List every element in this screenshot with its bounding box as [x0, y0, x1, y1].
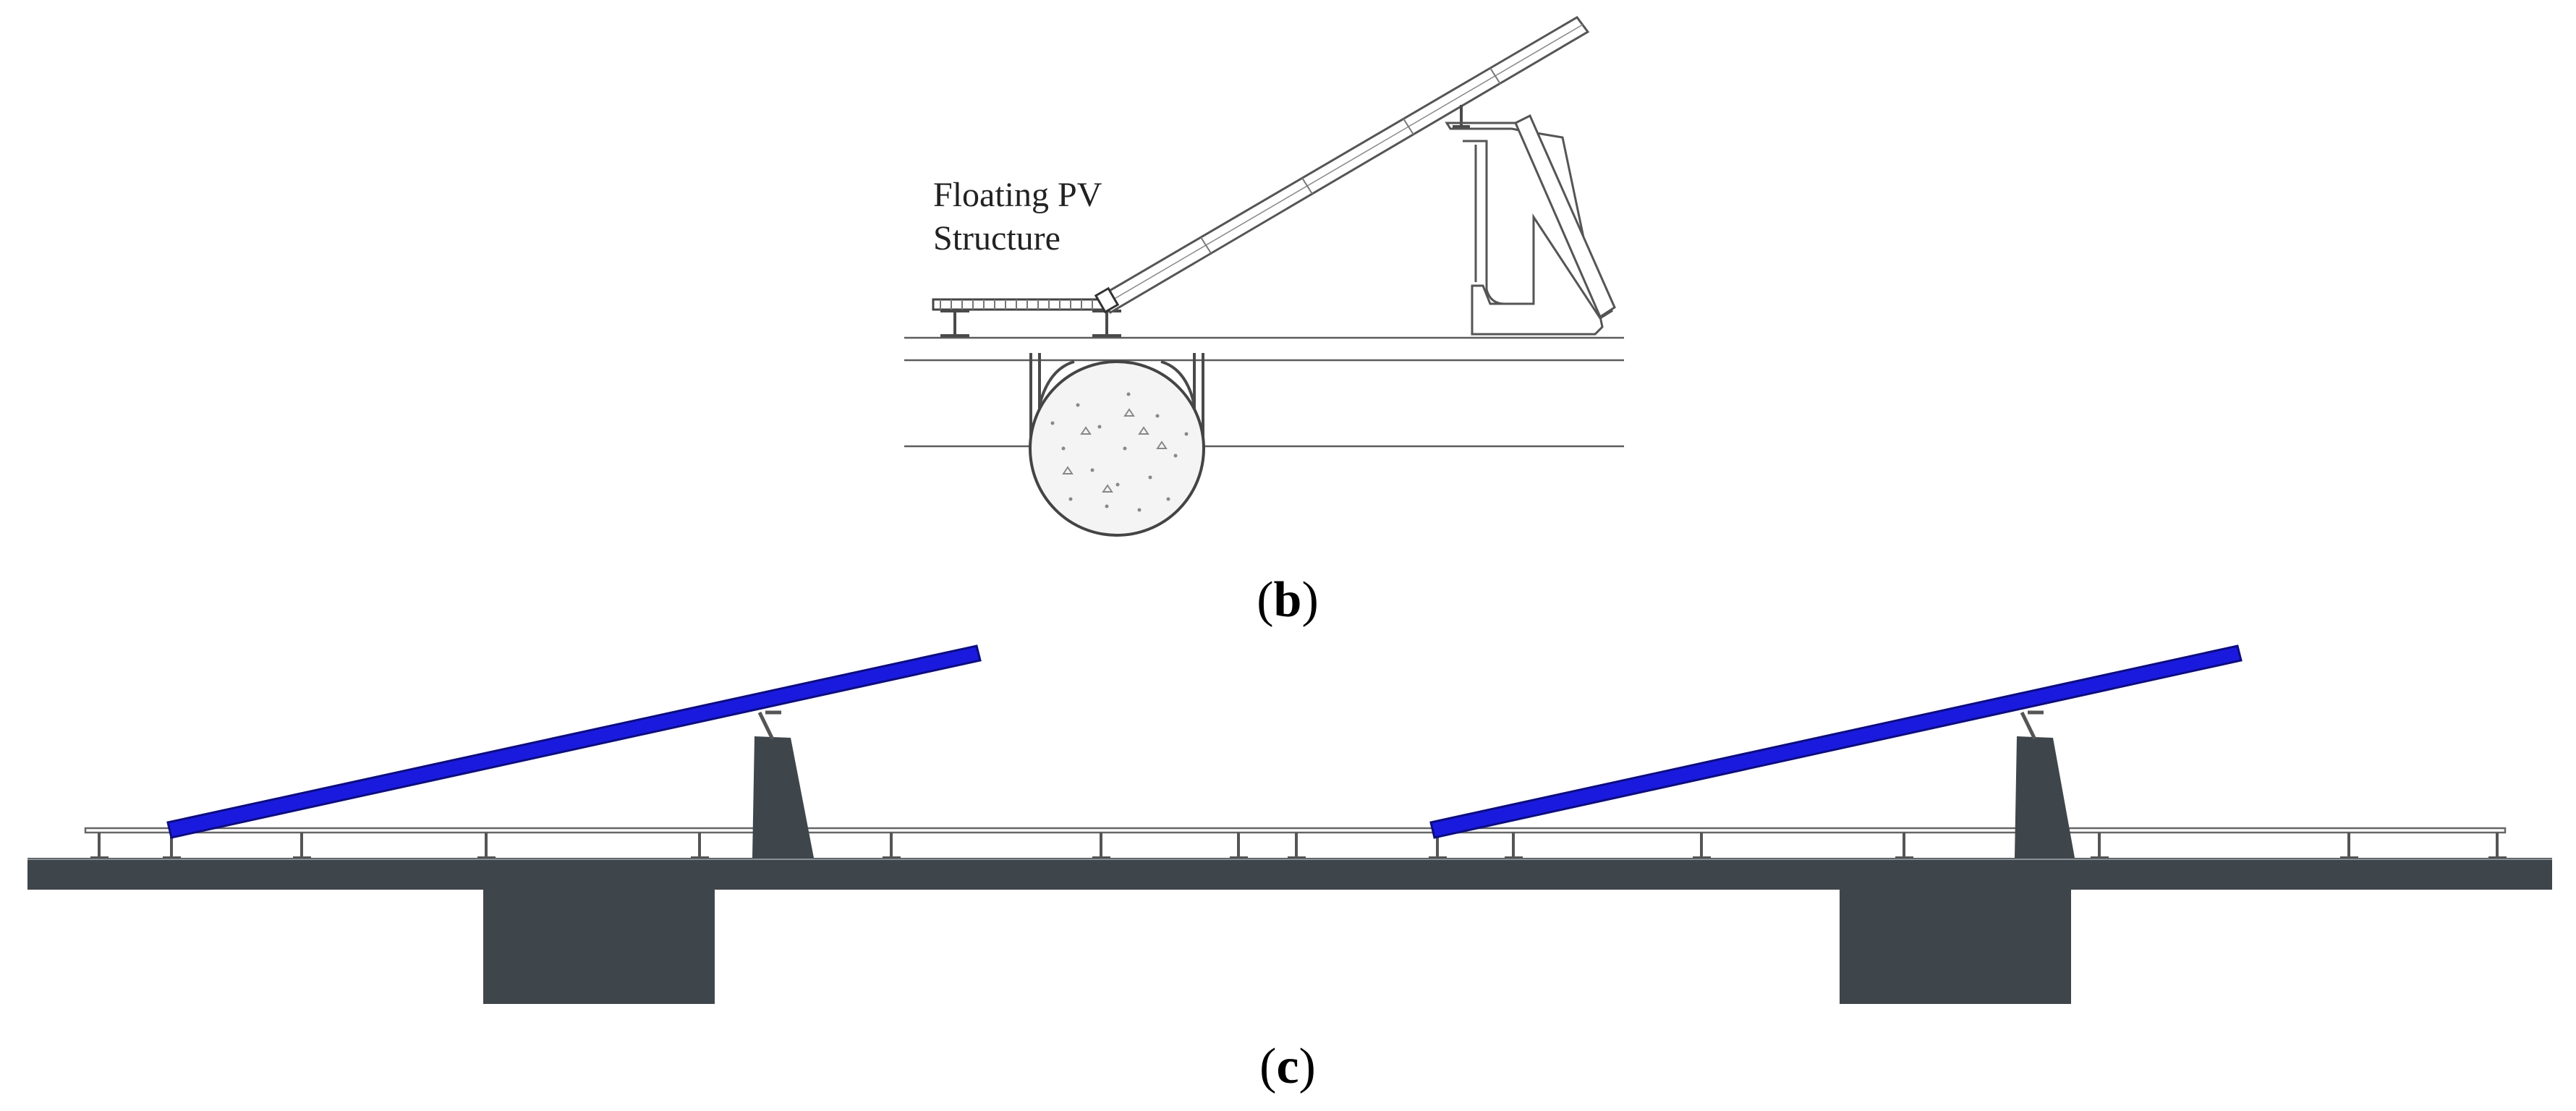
support-right-bracket	[2020, 710, 2044, 741]
concrete-float	[1029, 360, 1205, 537]
panel-label-c-letter: c	[1276, 1039, 1298, 1094]
float-block-left	[483, 890, 715, 1004]
annotation-line-2: Structure	[933, 219, 1060, 257]
panel-label-b: (b)	[1257, 572, 1319, 628]
i-beam-right	[1092, 310, 1121, 337]
support-right	[2015, 736, 2075, 858]
annotation-line-1: Floating PV	[933, 176, 1102, 214]
panel-label-c-open: (	[1259, 1039, 1276, 1094]
support-left-bracket	[757, 710, 781, 741]
support-left	[752, 736, 814, 858]
pv-panel-c-left	[166, 644, 982, 839]
deck-base-plate	[27, 858, 2552, 890]
walkway-grating	[932, 298, 1115, 311]
pv-panel-c-right	[1429, 644, 2243, 839]
rear-support-b	[1445, 105, 1616, 336]
deck-posts-c	[90, 833, 2507, 859]
i-beam-left	[940, 310, 969, 337]
panel-label-b-letter: b	[1274, 572, 1302, 628]
panel-label-b-close: )	[1301, 572, 1318, 628]
concrete-speckle	[1050, 392, 1189, 512]
float-cradle	[1029, 353, 1204, 452]
panel-label-b-open: (	[1257, 572, 1273, 628]
deck-rail-c	[84, 827, 2507, 834]
float-block-right	[1840, 890, 2071, 1004]
pv-panel-b	[1094, 16, 1590, 315]
panel-label-c: (c)	[1259, 1039, 1316, 1094]
panel-label-c-close: )	[1299, 1039, 1316, 1094]
diagram-c: (c)	[27, 644, 2552, 1094]
diagram-b: Floating PV Structure (b)	[904, 16, 1624, 628]
